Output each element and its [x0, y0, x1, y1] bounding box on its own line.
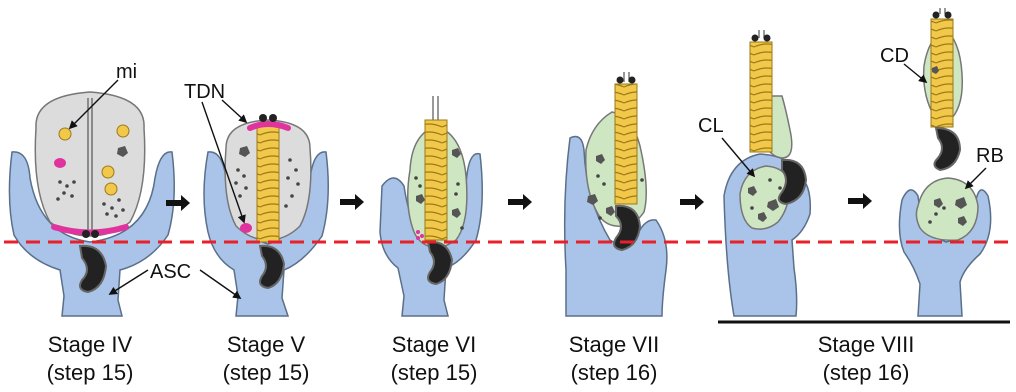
label-asc: ASC [150, 261, 191, 283]
stage-captions: Stage IV (step 15) Stage V (step 15) Sta… [47, 332, 915, 385]
caption-step-viii: (step 16) [823, 360, 910, 385]
cell-stage-vi [380, 96, 482, 316]
flagellum-stage-vii [615, 84, 637, 204]
nucleus-stage-iv [35, 92, 144, 236]
flagellum-stage-v [257, 124, 279, 242]
label-mi: mi [116, 61, 137, 83]
caption-stage-v: Stage V [227, 332, 306, 357]
cell-stage-vii [565, 72, 667, 316]
acrosome-stage-viii-b [934, 128, 960, 170]
caption-step-iv: (step 15) [47, 360, 134, 385]
caption-step-v: (step 15) [223, 360, 310, 385]
flagellum-stage-viii-a [750, 42, 772, 152]
caption-stage-vi: Stage VI [392, 332, 476, 357]
cell-stage-viii-a [724, 30, 810, 316]
caption-step-vi: (step 15) [391, 360, 478, 385]
label-cd: CD [880, 45, 909, 67]
arrow-vii-to-viii [680, 194, 704, 210]
arrow-vi-to-vii [508, 194, 532, 210]
arrow-v-to-vi [340, 194, 364, 210]
caption-stage-vii: Stage VII [569, 332, 660, 357]
caption-stage-viii: Stage VIII [818, 332, 915, 357]
label-rb: RB [976, 145, 1004, 167]
caption-step-vii: (step 16) [571, 360, 658, 385]
residual-body [916, 178, 978, 240]
arrow-viii-a-to-viii-b [848, 193, 872, 209]
label-cl: CL [698, 115, 724, 137]
caption-stage-iv: Stage IV [48, 332, 133, 357]
label-tdn: TDN [184, 81, 225, 103]
flagellum-stage-vi [425, 120, 447, 240]
